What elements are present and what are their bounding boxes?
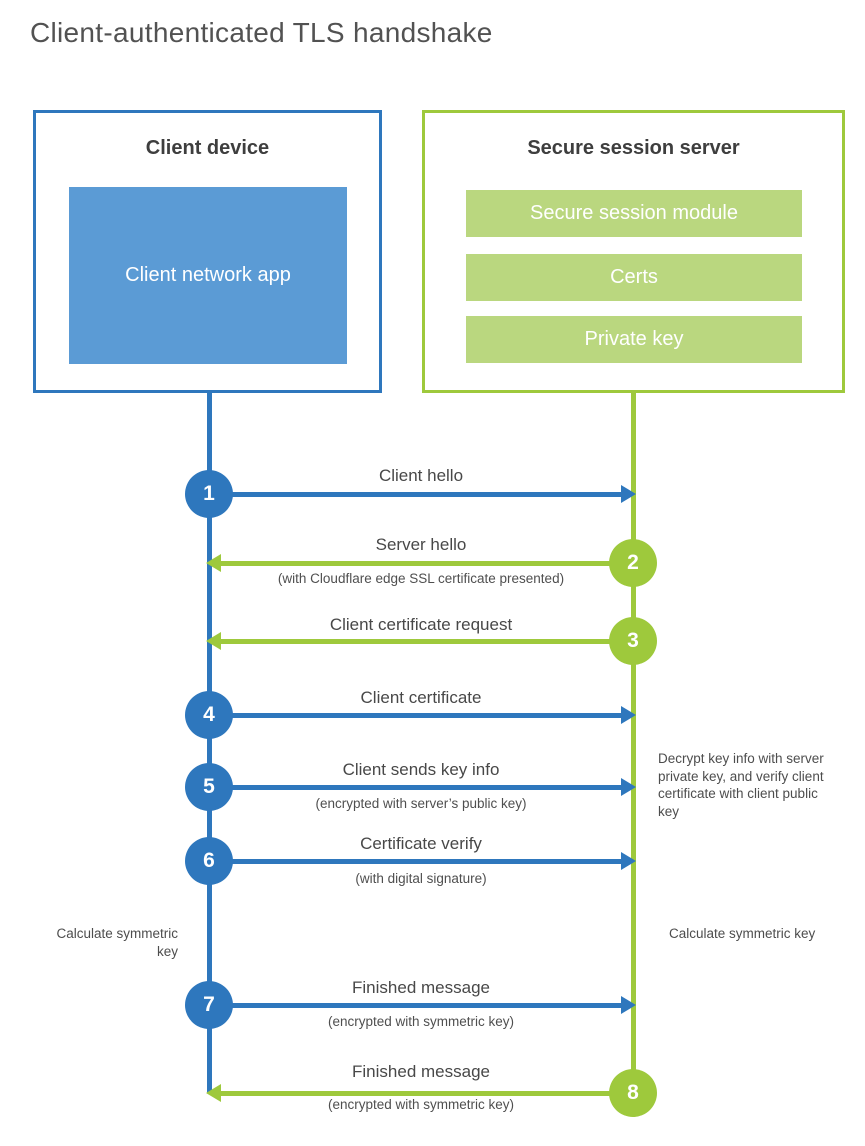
step-3-arrow [221, 638, 611, 644]
step-7-arrowhead-icon [621, 996, 636, 1014]
step-7-label: Finished message [352, 978, 490, 997]
step-2-arrow [221, 560, 611, 566]
step-8-arrowhead-icon [206, 1084, 221, 1102]
secure-session-module-bar: Secure session module [466, 190, 802, 237]
step-3-circle: 3 [609, 617, 657, 665]
step-8-circle: 8 [609, 1069, 657, 1117]
step-2-label: Server hello [375, 535, 467, 554]
server-lifeline [631, 393, 636, 1093]
step-7-sublabel: (encrypted with symmetric key) [327, 1014, 515, 1029]
client-device-box: Client device Client network app [33, 110, 382, 393]
step-6-arrowhead-icon [621, 852, 636, 870]
step-2-arrowhead-icon [206, 554, 221, 572]
client-network-app-label: Client network app [125, 264, 291, 286]
step-7-circle: 7 [185, 981, 233, 1029]
step-6-arrow [231, 858, 622, 864]
client-network-app-box: Client network app [69, 187, 347, 364]
step-4-circle: 4 [185, 691, 233, 739]
step-1-arrow [231, 491, 622, 497]
step-3-label: Client certificate request [329, 615, 513, 634]
note-server-calculate: Calculate symmetric key [669, 926, 816, 941]
step-8-sublabel: (encrypted with symmetric key) [327, 1097, 515, 1112]
step-4-label: Client certificate [360, 688, 482, 707]
step-5-sublabel: (encrypted with server’s public key) [315, 796, 527, 811]
step-7-arrow [231, 1002, 622, 1008]
step-6-sublabel: (with digital signature) [355, 871, 487, 886]
step-1-circle: 1 [185, 470, 233, 518]
note-server-decrypt: Decrypt key info with server private key… [658, 751, 824, 819]
step-5-arrow [231, 784, 622, 790]
step-4-arrow [231, 712, 622, 718]
step-2-sublabel: (with Cloudflare edge SSL certificate pr… [277, 571, 565, 586]
step-8-arrow [221, 1090, 611, 1096]
step-3-arrowhead-icon [206, 632, 221, 650]
client-device-heading: Client device [145, 137, 270, 159]
private-key-bar: Private key [466, 316, 802, 363]
step-5-label: Client sends key info [342, 760, 500, 779]
step-2-circle: 2 [609, 539, 657, 587]
step-8-label: Finished message [352, 1062, 490, 1081]
certs-bar: Certs [466, 254, 802, 301]
step-6-label: Certificate verify [360, 834, 482, 853]
client-lifeline [207, 393, 212, 1093]
step-5-arrowhead-icon [621, 778, 636, 796]
step-4-arrowhead-icon [621, 706, 636, 724]
page-title: Client-authenticated TLS handshake [30, 17, 493, 48]
secure-session-server-heading: Secure session server [527, 137, 740, 159]
note-client-calculate: Calculate symmetric key [56, 926, 178, 959]
step-1-label: Client hello [378, 466, 464, 485]
step-1-arrowhead-icon [621, 485, 636, 503]
step-6-circle: 6 [185, 837, 233, 885]
step-5-circle: 5 [185, 763, 233, 811]
secure-session-server-box: Secure session server Secure session mod… [422, 110, 845, 393]
